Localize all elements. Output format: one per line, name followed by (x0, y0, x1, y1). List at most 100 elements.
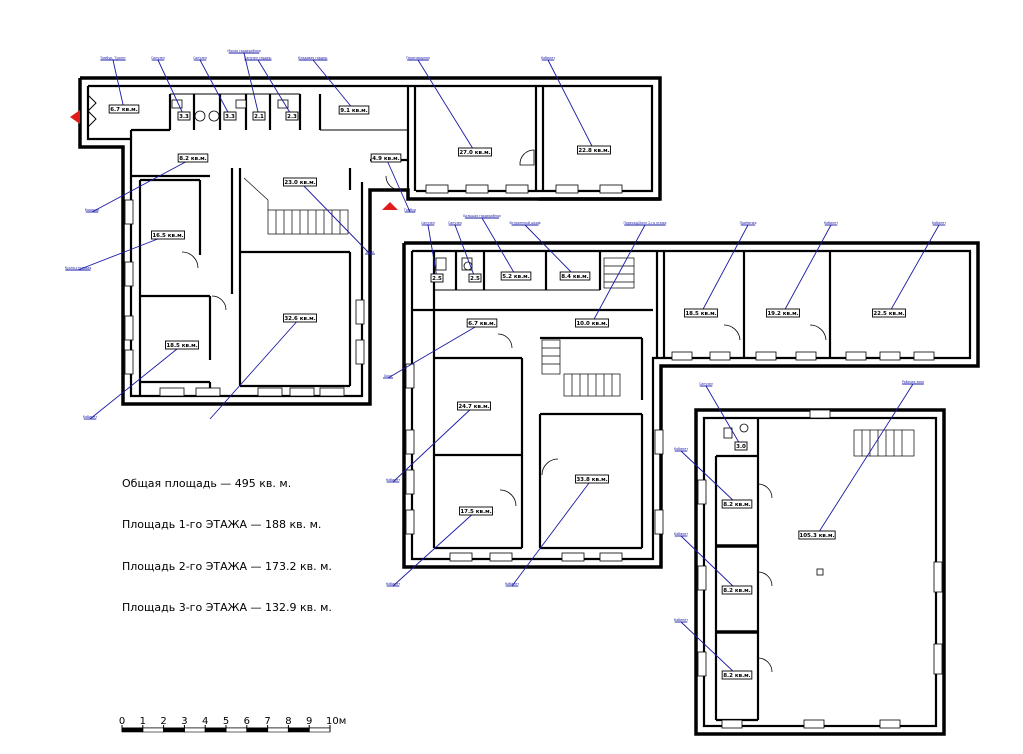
leader-line (385, 157, 411, 213)
room-label: Встроенный шкаф (509, 221, 540, 225)
room-label: Кабинет (386, 478, 400, 482)
total-area-text: Общая площадь — 495 кв. м. (122, 477, 291, 490)
room-label: Кабинет (674, 447, 688, 451)
room-label: Кабинет (505, 582, 519, 586)
area-value: 19.2 кв.м. (767, 311, 798, 317)
scale-tick-label: 2 (160, 716, 166, 727)
area-box (466, 318, 498, 328)
room-r13: 32.6 кв.м. (209, 313, 317, 420)
leader-line (481, 217, 517, 277)
area-value: 10.0 кв.м. (576, 321, 607, 327)
leader-line (243, 52, 260, 117)
area-value: 105.3 кв.м. (799, 533, 834, 539)
area-box (872, 308, 906, 318)
scale-tick-label: 10м (326, 716, 346, 727)
scale-segment (121, 727, 144, 733)
leader-line (257, 59, 293, 117)
leader-line (680, 621, 738, 676)
room-r18: Встроенный шкаф 8.4 кв.м. (509, 221, 591, 281)
room-label: Переход/Холл 2-го этажа (624, 221, 667, 225)
area-value: 6.7 кв.м. (468, 321, 496, 327)
room-label: Санузел гардер. (244, 56, 272, 60)
area-box (457, 401, 491, 411)
room-label: Кабинет (824, 221, 838, 225)
area-value: 3.3 (179, 114, 189, 120)
scale-tick-label: 9 (306, 716, 312, 727)
scale-tick-label: 5 (223, 716, 229, 727)
area-value: 5.2 кв.м. (502, 274, 530, 280)
scale-segment (225, 727, 248, 733)
area-value: 3.3 (225, 114, 235, 120)
room-label: Рабочая зона (902, 380, 924, 384)
area-value: 2.3 (287, 114, 297, 120)
area-value: 6.7 кв.м. (110, 107, 138, 113)
area-value: 2.5 (470, 276, 480, 282)
room-r5: Санузел гардер. 2.3 (244, 56, 299, 121)
area-value: 9.1 кв.м. (340, 108, 368, 114)
leader-line (547, 59, 595, 151)
room-r21: Кабинет 19.2 кв.м. (766, 221, 838, 318)
area-value: 17.5 кв.м. (460, 509, 491, 515)
area-box (500, 271, 532, 281)
entrance-marker-icon (70, 110, 80, 124)
area-value: 8.4 кв.м. (561, 274, 589, 280)
leader-line (782, 224, 832, 314)
leader-line (312, 59, 355, 111)
entrance-marker-icon (382, 202, 398, 210)
leader-line (700, 224, 749, 314)
leader-line (888, 224, 940, 314)
room-r23: Холл 6.7 кв.м. (383, 318, 498, 379)
room-label: Кладовая гардер. (298, 56, 328, 60)
area-box (721, 670, 753, 680)
area-box (151, 230, 185, 240)
leader-line (427, 224, 438, 279)
floor-3-area-text: Площадь 3-го ЭТАЖА — 132.9 кв. м. (122, 601, 332, 614)
area-box (283, 177, 317, 187)
floor-1-plan (70, 76, 662, 406)
leader-line (680, 450, 738, 505)
area-box (734, 441, 748, 451)
floor-2-area-text: Площадь 2-го ЭТАЖА — 173.2 кв. м. (122, 560, 332, 573)
area-box (459, 506, 493, 516)
area-value: 8.2 кв.м. (723, 502, 751, 508)
leader-line (89, 344, 183, 420)
room-label: Тамбур, Туалет (99, 56, 126, 60)
scale-segment (288, 727, 310, 733)
room-r19: Переход/Холл 2-го этажа 10.0 кв.м. (575, 221, 667, 328)
area-value: 18.5 кв.м. (166, 343, 197, 349)
room-label: Холл (384, 374, 392, 378)
scale-tick-label: 4 (202, 716, 208, 727)
room-label: Большая гардеробная (463, 214, 501, 218)
area-value: 8.2 кв.м. (179, 156, 207, 162)
scale-segment (308, 727, 331, 733)
area-value: 33.8 кв.м. (576, 477, 607, 483)
floor-1-windows (124, 184, 623, 397)
leader-line (816, 383, 914, 536)
area-box (223, 111, 237, 121)
area-value: 22.5 кв.м. (873, 311, 904, 317)
area-box (108, 104, 140, 114)
leader-line (591, 224, 646, 324)
area-box (370, 153, 402, 163)
leader-line (417, 59, 476, 153)
scale-segment (267, 727, 289, 733)
scale-tick-label: 8 (285, 716, 291, 727)
room-r29: Кабинет 8.2 кв.м. (674, 447, 753, 509)
area-value: 23.0 кв.м. (284, 180, 315, 186)
leader-line (299, 181, 371, 255)
area-value: 4.9 кв.м. (372, 156, 400, 162)
leader-line (209, 317, 301, 420)
